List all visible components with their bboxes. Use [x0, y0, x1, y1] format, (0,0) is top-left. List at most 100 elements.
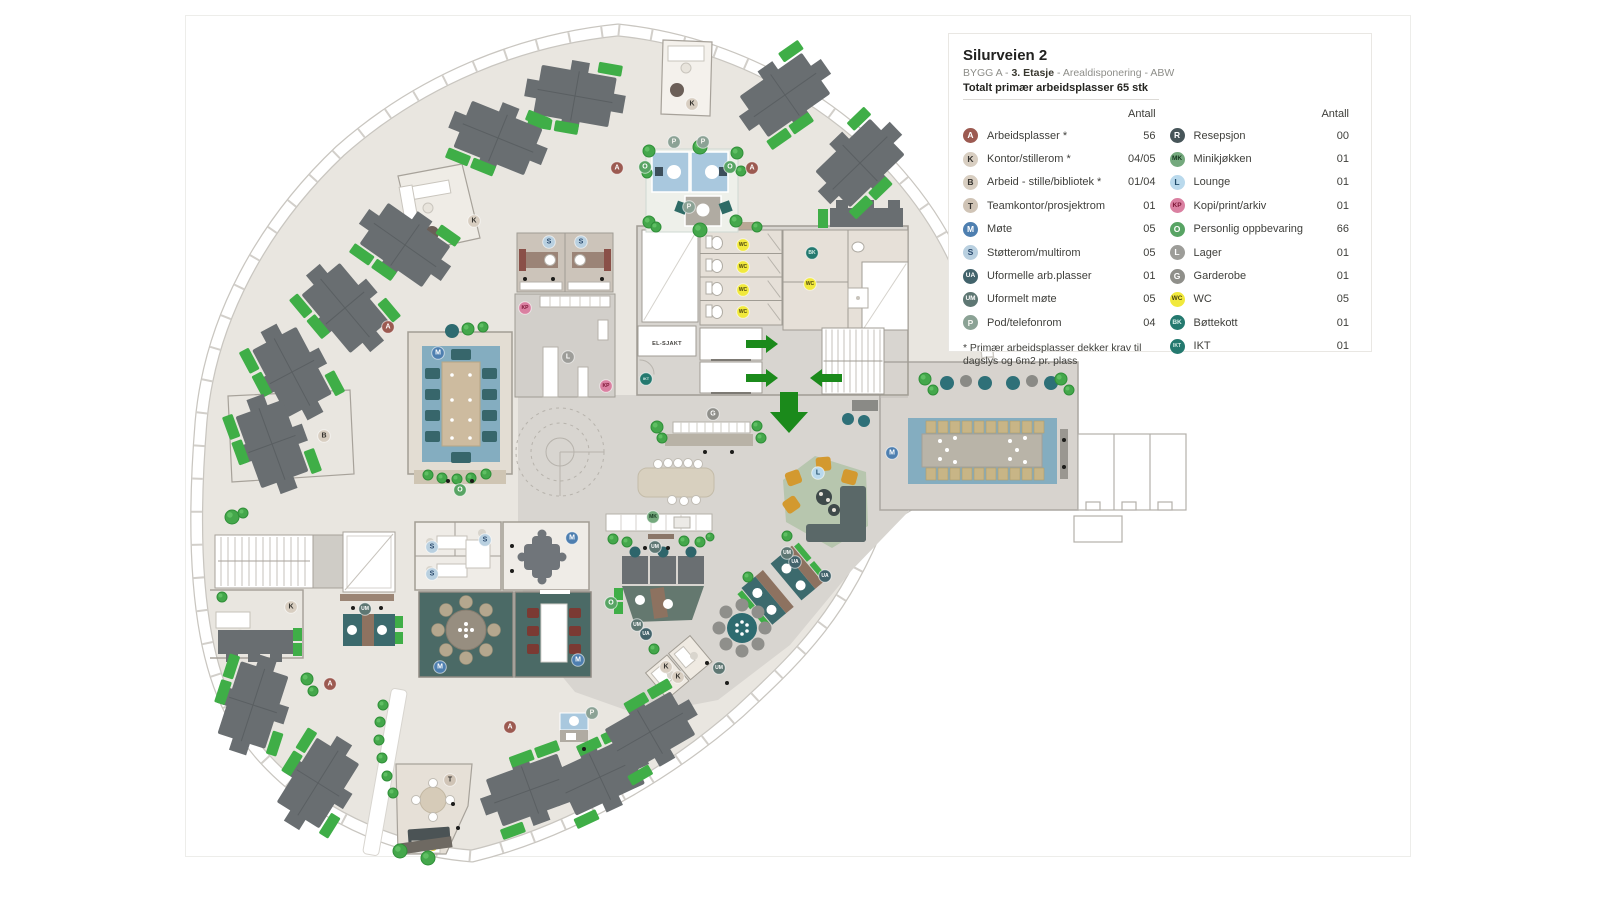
legend-badge-s-icon: S — [963, 245, 978, 261]
stairwell-left — [214, 531, 396, 593]
badge-k-icon: K — [671, 670, 685, 684]
svg-text:M: M — [569, 535, 575, 542]
plant-icon — [642, 144, 656, 158]
arrow-right-icon — [746, 335, 778, 353]
svg-text:O: O — [608, 600, 614, 607]
svg-text:M: M — [889, 450, 895, 457]
badge-a-icon: A — [503, 720, 517, 734]
island-table — [637, 458, 715, 506]
badge-wc-icon: WC — [803, 277, 817, 291]
badge-k-icon: K — [284, 600, 298, 614]
svg-text:L: L — [566, 354, 571, 361]
el-sjakt-label: EL-SJAKT — [652, 341, 682, 347]
plant-icon — [216, 591, 228, 603]
legend-label: Lager — [1193, 246, 1222, 259]
legend-count: 66 — [1336, 223, 1349, 236]
svg-text:K: K — [675, 674, 680, 681]
plant-icon — [224, 509, 240, 525]
plant-icon — [927, 384, 939, 396]
legend-label: Uformelle arb.plasser — [987, 270, 1092, 283]
badge-um-icon: UM — [630, 618, 644, 632]
svg-text:UM: UM — [633, 622, 641, 628]
legend-label: Kontor/stillerom * — [987, 153, 1071, 166]
svg-text:S: S — [483, 537, 488, 544]
badge-p-icon: P — [585, 706, 599, 720]
badge-mk-icon: MK — [646, 510, 660, 524]
terrace-poufs — [940, 375, 1058, 390]
plant-icon — [381, 770, 393, 782]
legend-badge-r-icon: R — [1169, 128, 1185, 144]
meeting-table — [921, 433, 1043, 468]
s-rooms-top — [516, 232, 614, 293]
badge-p-icon: P — [667, 135, 681, 149]
badge-um-icon: UM — [780, 546, 794, 560]
svg-text:WC: WC — [739, 309, 748, 315]
plant-icon — [387, 787, 399, 799]
svg-text:S: S — [547, 239, 552, 246]
badge-wc-icon: WC — [736, 238, 750, 252]
plant-icon — [1063, 384, 1075, 396]
s-rooms-mid — [414, 521, 502, 591]
legend-badge-mk-icon: MK — [1169, 151, 1185, 167]
plant-icon — [781, 530, 793, 542]
badge-s-icon: S — [425, 567, 439, 581]
um-booth-left — [340, 594, 403, 646]
k-office-top — [660, 39, 713, 117]
floor-dot — [666, 546, 670, 550]
badge-ua-icon: UA — [639, 627, 653, 641]
legend-label: Resepsjon — [1193, 129, 1246, 142]
svg-text:S: S — [430, 571, 435, 578]
plant-icon — [650, 221, 662, 233]
svg-text:A: A — [507, 724, 512, 731]
plant-icon — [694, 536, 706, 548]
plant-icon — [461, 322, 475, 336]
badge-wc-icon: WC — [736, 283, 750, 297]
badge-kp-icon: KP — [599, 379, 613, 393]
plant-icon — [373, 734, 385, 746]
legend-label: Lounge — [1193, 176, 1231, 189]
plant-icon — [307, 685, 319, 697]
legend-label: Garderobe — [1193, 270, 1247, 283]
legend-title: Silurveien 2 — [963, 47, 1048, 64]
plant-icon — [692, 222, 708, 238]
legend-label: WC — [1193, 293, 1212, 306]
badge-s-icon: S — [574, 235, 588, 249]
legend-badge-o-icon: O — [1169, 221, 1185, 237]
svg-text:B: B — [321, 433, 326, 440]
spiral-stair — [515, 407, 605, 497]
legend-count: 01 — [1336, 246, 1349, 259]
extension-wing — [842, 361, 1187, 543]
plant-icon — [300, 672, 314, 686]
plant-icon — [730, 146, 744, 160]
meeting-chairs — [425, 349, 497, 463]
plant-icon — [237, 507, 249, 519]
plant-icon — [376, 752, 388, 764]
plant-icon — [377, 699, 389, 711]
plant-icon — [621, 536, 633, 548]
badge-um-icon: UM — [648, 540, 662, 554]
svg-text:WC: WC — [739, 264, 748, 270]
legend-label: Møte — [987, 223, 1013, 236]
svg-text:S: S — [430, 544, 435, 551]
svg-text:K: K — [471, 218, 476, 225]
svg-text:WC: WC — [739, 287, 748, 293]
legend-count: 01 — [1143, 199, 1156, 212]
badge-a-icon: A — [610, 161, 624, 175]
svg-text:IKT: IKT — [643, 377, 650, 381]
bench — [852, 400, 878, 411]
floor-dot — [451, 802, 455, 806]
plant-icon — [751, 420, 763, 432]
legend-label: Personlig oppbevaring — [1193, 223, 1303, 236]
plant-icon — [650, 420, 664, 434]
k-office-left — [210, 589, 304, 662]
floor-dot — [551, 277, 555, 281]
